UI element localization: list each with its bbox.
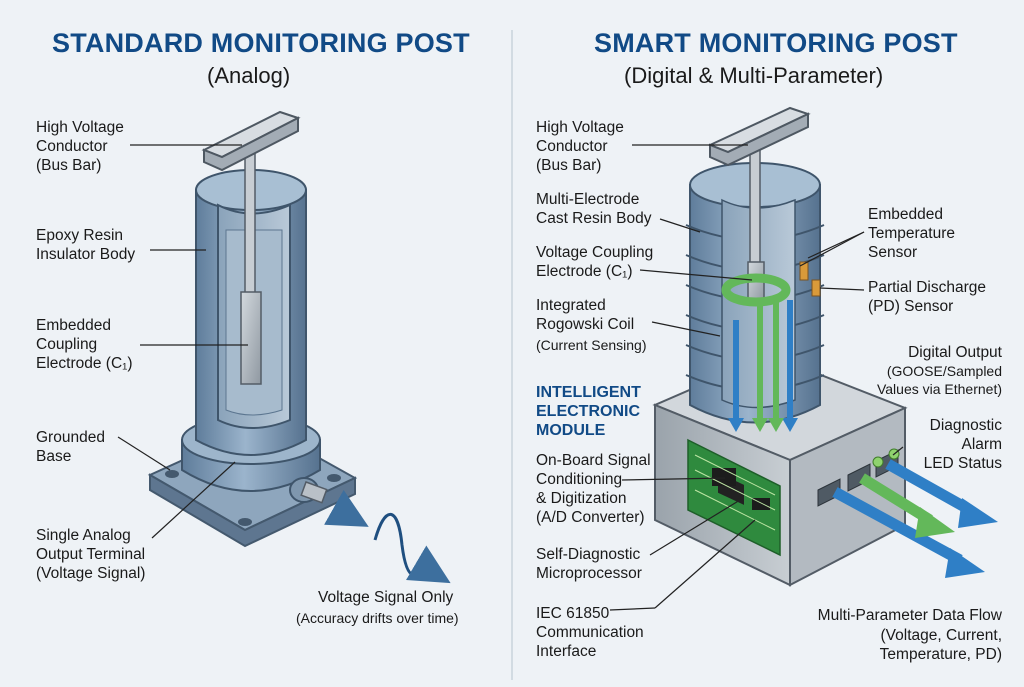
label-current-sensing: (Current Sensing) — [536, 337, 647, 353]
left-subtitle: (Analog) — [207, 63, 291, 88]
label-coupling-electrode: Embedded Coupling Electrode (C₁) — [36, 317, 133, 372]
label-hv-conductor-left: High Voltage Conductor (Bus Bar) — [36, 119, 124, 174]
label-iec-interface: IEC 61850 Communication Interface — [536, 605, 644, 660]
label-signal-conditioning: On-Board Signal Conditioning & Digitizat… — [536, 452, 651, 526]
smart-post — [652, 106, 998, 587]
label-epoxy-body: Epoxy Resin Insulator Body — [36, 227, 136, 263]
left-title: STANDARD MONITORING POST — [52, 28, 470, 58]
label-diagnostic-microprocessor: Self-Diagnostic Microprocessor — [536, 546, 642, 582]
rogowski-coil — [721, 273, 791, 307]
label-hv-conductor-right: High Voltage Conductor (Bus Bar) — [536, 119, 624, 174]
label-temperature-sensor: Embedded Temperature Sensor — [868, 206, 956, 261]
label-analog-output: Single Analog Output Terminal (Voltage S… — [36, 527, 146, 582]
label-voltage-only: Voltage Signal Only — [318, 589, 454, 606]
label-alarm-led: Diagnostic Alarm LED Status — [923, 417, 1002, 472]
label-pd-sensor: Partial Discharge (PD) Sensor — [868, 279, 987, 315]
label-flow-params: (Voltage, Current, Temperature, PD) — [879, 627, 1002, 663]
alarm-led-1 — [872, 456, 884, 468]
label-digital-output: Digital Output — [908, 344, 1002, 361]
left-leaders — [117, 144, 248, 539]
label-voltage-coupling: Voltage Coupling Electrode (C₁) — [536, 244, 654, 280]
label-accuracy-drift: (Accuracy drifts over time) — [296, 610, 459, 626]
right-subtitle: (Digital & Multi-Parameter) — [624, 63, 884, 88]
label-intelligent-module: INTELLIGENT ELECTRONIC MODULE — [536, 384, 641, 439]
right-leaders — [609, 144, 904, 611]
standard-post — [147, 110, 451, 584]
label-goose: (GOOSE/Sampled Values via Ethernet) — [876, 363, 1002, 397]
label-multi-electrode: Multi-Electrode Cast Resin Body — [536, 191, 652, 227]
temperature-sensor — [799, 261, 809, 281]
label-rogowski: Integrated Rogowski Coil — [536, 297, 635, 333]
analog-output-terminal — [289, 477, 328, 504]
label-multi-flow: Multi-Parameter Data Flow — [817, 607, 1002, 624]
data-flow-arrows — [832, 459, 998, 578]
pd-sensor — [811, 279, 821, 297]
label-grounded-base: Grounded Base — [36, 429, 105, 465]
right-title: SMART MONITORING POST — [594, 28, 958, 58]
coupling-electrode — [240, 291, 262, 385]
